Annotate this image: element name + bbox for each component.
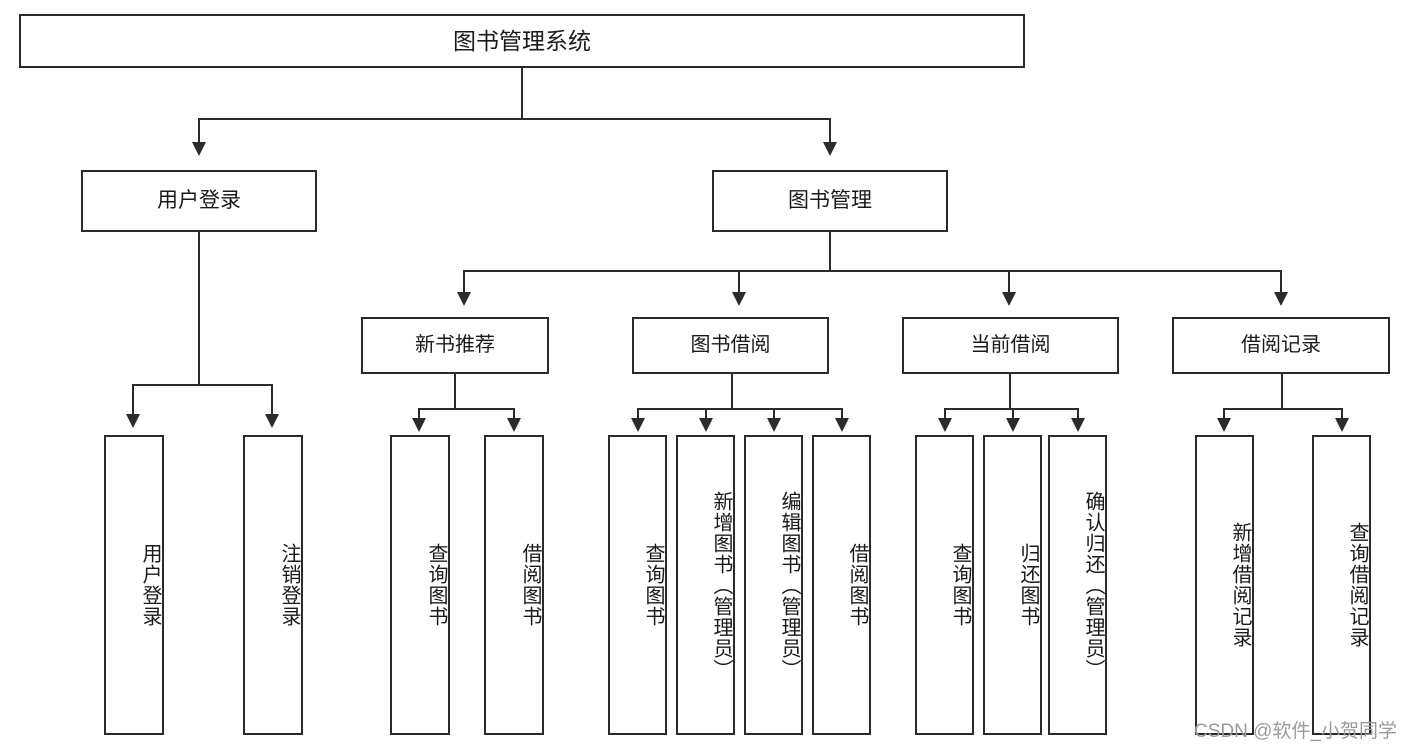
arrow-new-book-leaf-1 (412, 418, 426, 432)
leaf-user-login-login[interactable]: 用户登录 (104, 435, 164, 735)
node-label: 归还图书 (1017, 543, 1039, 627)
arrow-current-borrow-leaf-1 (938, 418, 952, 432)
arrow-borrow-record-leaf-2 (1335, 418, 1349, 432)
edge-user-login-drop-2 (271, 384, 273, 416)
leaf-current-borrow-return[interactable]: 归还图书 (983, 435, 1042, 735)
leaf-user-login-logout[interactable]: 注销登录 (243, 435, 303, 735)
node-label: 借阅记录 (1241, 334, 1321, 356)
node-book-manage[interactable]: 图书管理 (712, 170, 948, 232)
edge-book-borrow-drop-3 (773, 408, 775, 420)
edge-root-bus (198, 118, 830, 120)
edge-borrow-record-stem (1281, 374, 1283, 410)
node-user-login[interactable]: 用户登录 (81, 170, 317, 232)
edge-current-borrow-drop-2 (1012, 408, 1014, 420)
arrow-book-manage-child-1 (457, 292, 471, 306)
node-label: 查询图书 (425, 543, 447, 627)
node-current-borrow[interactable]: 当前借阅 (902, 317, 1119, 374)
leaf-borrow-record-query[interactable]: 查询借阅记录 (1312, 435, 1371, 735)
arrow-book-borrow-leaf-4 (835, 418, 849, 432)
node-label: 图书借阅 (690, 334, 771, 356)
edge-book-borrow-drop-4 (841, 408, 843, 420)
leaf-current-borrow-confirm-return[interactable]: 确认归还（管理员） (1048, 435, 1107, 735)
edge-book-manage-stem (829, 232, 831, 271)
arrow-book-manage-child-2 (732, 292, 746, 306)
edge-new-book-drop-2 (513, 408, 515, 420)
edge-root-to-user-login (198, 118, 200, 144)
edge-root-stem (521, 68, 523, 119)
edge-new-book-stem (454, 374, 456, 410)
edge-user-login-drop-1 (132, 384, 134, 416)
node-label: 图书管理 (788, 188, 872, 212)
arrow-user-login-leaf-2 (265, 414, 279, 428)
node-label: 编辑图书（管理员） (778, 490, 800, 680)
arrow-book-manage-child-3 (1002, 292, 1016, 306)
node-label: 新增借阅记录 (1229, 522, 1251, 648)
edge-current-borrow-drop-3 (1077, 408, 1079, 420)
leaf-current-borrow-query[interactable]: 查询图书 (915, 435, 974, 735)
node-label: 查询借阅记录 (1346, 522, 1368, 648)
arrow-book-borrow-leaf-3 (767, 418, 781, 432)
arrow-user-login-leaf-1 (126, 414, 140, 428)
node-label: 用户登录 (139, 543, 161, 627)
edge-current-borrow-drop-1 (944, 408, 946, 420)
node-label: 借阅图书 (846, 543, 868, 627)
edge-book-borrow-stem (731, 374, 733, 410)
leaf-new-book-query[interactable]: 查询图书 (390, 435, 450, 735)
leaf-book-borrow-edit[interactable]: 编辑图书（管理员） (744, 435, 803, 735)
edge-book-borrow-drop-1 (637, 408, 639, 420)
node-label: 注销登录 (278, 543, 300, 627)
arrow-borrow-record-leaf-1 (1217, 418, 1231, 432)
leaf-book-borrow-add[interactable]: 新增图书（管理员） (676, 435, 735, 735)
edge-book-manage-drop-2 (738, 270, 740, 294)
edge-book-manage-bus (463, 270, 1281, 272)
arrow-book-borrow-leaf-1 (631, 418, 645, 432)
arrow-new-book-leaf-2 (507, 418, 521, 432)
edge-root-to-book-manage (829, 118, 831, 144)
node-borrow-record[interactable]: 借阅记录 (1172, 317, 1390, 374)
node-new-book-recommend[interactable]: 新书推荐 (361, 317, 549, 374)
arrow-book-manage-child-4 (1274, 292, 1288, 306)
leaf-borrow-record-add[interactable]: 新增借阅记录 (1195, 435, 1254, 735)
node-label: 图书管理系统 (453, 27, 591, 54)
edge-book-borrow-bus (637, 408, 842, 410)
node-root-system[interactable]: 图书管理系统 (19, 14, 1025, 68)
node-label: 新书推荐 (415, 334, 495, 356)
watermark: CSDN @软件_小贺同学 (1194, 721, 1397, 742)
node-label: 用户登录 (157, 188, 241, 212)
edge-book-manage-drop-1 (463, 270, 465, 294)
edge-borrow-record-bus (1223, 408, 1342, 410)
edge-book-borrow-drop-2 (705, 408, 707, 420)
node-label: 查询图书 (949, 543, 971, 627)
arrow-book-borrow-leaf-2 (699, 418, 713, 432)
node-label: 确认归还（管理员） (1082, 490, 1104, 680)
node-book-borrow[interactable]: 图书借阅 (632, 317, 829, 374)
leaf-book-borrow-borrow[interactable]: 借阅图书 (812, 435, 871, 735)
node-label: 新增图书（管理员） (710, 490, 732, 680)
edge-user-login-bus (132, 384, 272, 386)
arrow-current-borrow-leaf-2 (1006, 418, 1020, 432)
node-label: 当前借阅 (970, 334, 1051, 356)
leaf-new-book-borrow[interactable]: 借阅图书 (484, 435, 544, 735)
edge-current-borrow-stem (1009, 374, 1011, 410)
edge-book-manage-drop-4 (1280, 270, 1282, 294)
edge-borrow-record-drop-1 (1223, 408, 1225, 420)
leaf-book-borrow-query[interactable]: 查询图书 (608, 435, 667, 735)
edge-user-login-stem (198, 232, 200, 385)
arrow-root-to-book-manage (823, 142, 837, 156)
edge-borrow-record-drop-2 (1341, 408, 1343, 420)
arrow-root-to-user-login (192, 142, 206, 156)
edge-new-book-bus (418, 408, 514, 410)
node-label: 借阅图书 (519, 543, 541, 627)
edge-book-manage-drop-3 (1008, 270, 1010, 294)
edge-current-borrow-bus (944, 408, 1078, 410)
arrow-current-borrow-leaf-3 (1071, 418, 1085, 432)
node-label: 查询图书 (642, 543, 664, 627)
edge-new-book-drop-1 (418, 408, 420, 420)
